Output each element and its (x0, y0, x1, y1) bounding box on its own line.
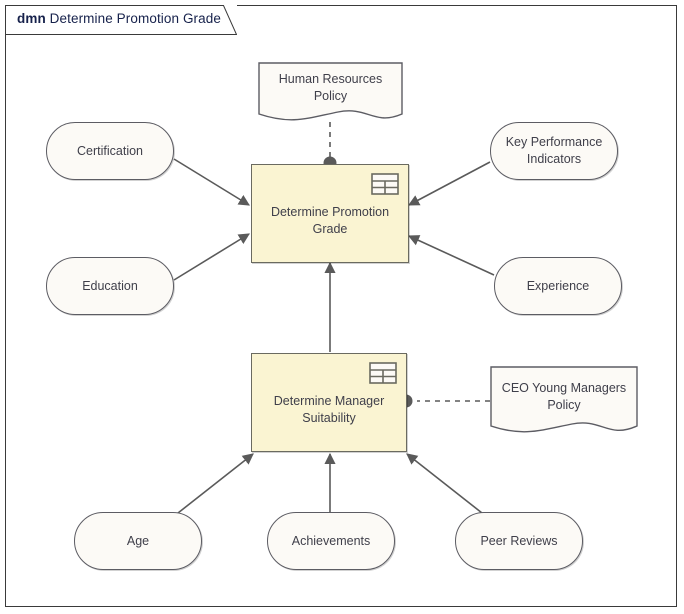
decision-determine-manager-suitability[interactable]: Determine Manager Suitability (251, 353, 407, 452)
diagram-title-keyword: dmn (17, 11, 46, 26)
input-data-age[interactable]: Age (74, 512, 202, 570)
decision-label: Determine Promotion Grade (270, 204, 390, 236)
input-data-education[interactable]: Education (46, 257, 174, 315)
input-data-label: Age (126, 533, 150, 548)
input-data-certification[interactable]: Certification (46, 122, 174, 180)
input-data-peer-reviews[interactable]: Peer Reviews (455, 512, 583, 570)
input-data-label: Achievements (291, 533, 371, 548)
input-data-label: Key Performance Indicators (505, 135, 603, 166)
input-data-label: Peer Reviews (480, 533, 558, 548)
knowledge-source-ceo-young-managers-policy[interactable]: CEO Young Managers Policy (490, 366, 638, 438)
diagram-title-text: Determine Promotion Grade (49, 11, 221, 26)
decision-label: Determine Manager Suitability (273, 393, 385, 425)
diagram-frame-tab (5, 5, 237, 35)
knowledge-source-label: CEO Young Managers Policy (501, 381, 627, 412)
decision-table-icon (371, 173, 399, 195)
input-data-experience[interactable]: Experience (494, 257, 622, 315)
input-data-label: Certification (77, 143, 143, 158)
diagram-title: dmn Determine Promotion Grade (17, 11, 221, 26)
input-data-key-performance-indicators[interactable]: Key Performance Indicators (490, 122, 618, 180)
decision-table-icon (369, 362, 397, 384)
input-data-achievements[interactable]: Achievements (267, 512, 395, 570)
knowledge-source-label: Human Resources Policy (278, 72, 383, 103)
decision-determine-promotion-grade[interactable]: Determine Promotion Grade (251, 164, 409, 263)
input-data-label: Education (82, 278, 138, 293)
knowledge-source-human-resources-policy[interactable]: Human Resources Policy (258, 62, 403, 124)
input-data-label: Experience (526, 278, 590, 293)
diagram-frame (5, 5, 677, 607)
